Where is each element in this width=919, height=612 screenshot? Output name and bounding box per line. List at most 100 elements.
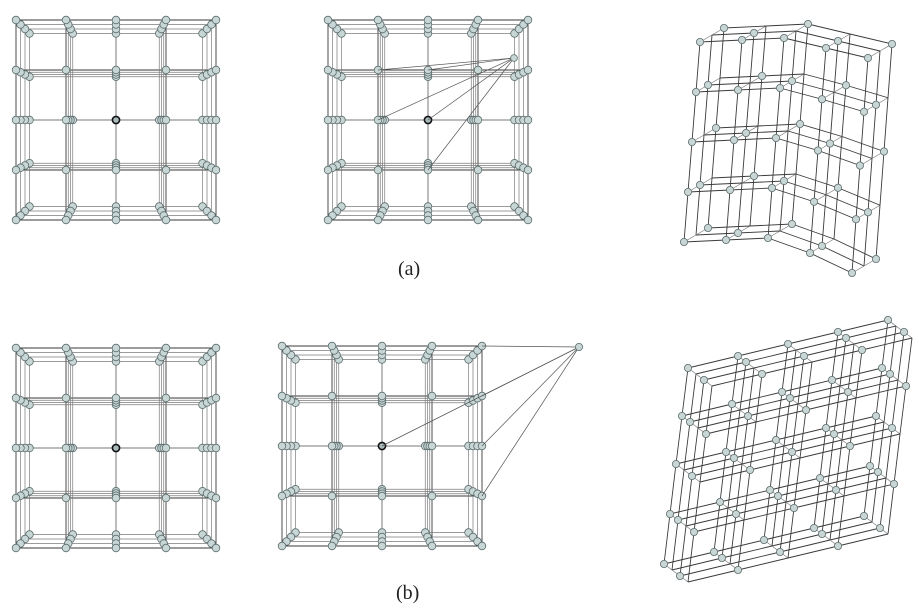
lattice-edge — [704, 133, 746, 135]
lattice-edge — [740, 398, 790, 410]
lattice-edge — [688, 190, 730, 192]
lattice-edge — [724, 26, 766, 28]
lattice-edge — [678, 508, 728, 520]
lattice-node — [378, 392, 386, 400]
lattice-edge — [806, 398, 856, 410]
lattice-node — [328, 442, 336, 450]
lattice-edge — [780, 540, 830, 552]
lattice-node — [688, 472, 695, 479]
lattice-node — [324, 16, 332, 24]
lattice-node — [844, 388, 851, 395]
lattice-node — [278, 542, 286, 550]
lattice-edge — [784, 131, 788, 181]
lattice-edge — [810, 253, 852, 273]
lattice-edge — [900, 386, 906, 434]
lattice-node — [162, 166, 170, 174]
lattice-edge — [664, 514, 670, 564]
lattice-node — [822, 424, 829, 431]
lattice-edge — [714, 540, 764, 552]
lattice-edge — [842, 428, 892, 440]
lattice-edge — [706, 422, 756, 434]
lattice-node — [660, 560, 667, 567]
lattice-edge — [738, 88, 780, 90]
lattice-edge — [744, 508, 794, 520]
lattice-node — [834, 328, 841, 335]
lattice-edge — [696, 233, 738, 235]
lattice-edge — [720, 28, 724, 78]
lattice-node — [742, 129, 749, 136]
lattice-node — [112, 216, 120, 224]
lattice-edge — [670, 464, 676, 514]
lattice-node — [750, 172, 757, 179]
lattice-node — [790, 504, 797, 511]
lattice-edge — [754, 126, 758, 176]
lattice-node — [474, 216, 482, 224]
lattice-edge — [738, 231, 780, 233]
lattice-node — [860, 512, 867, 519]
lattice-node — [818, 96, 825, 103]
lattice-edge — [876, 51, 880, 105]
lattice-edge — [746, 83, 750, 133]
lattice-node — [772, 436, 779, 443]
lattice-node — [112, 344, 120, 352]
lattice-edge — [822, 522, 872, 534]
lattice-node — [162, 116, 170, 124]
lattice-edge — [836, 440, 842, 490]
lattice-node — [378, 492, 386, 500]
lattice-node — [750, 29, 757, 36]
center-node — [112, 444, 119, 451]
lattice-edge — [834, 41, 838, 92]
lattice-node — [788, 77, 795, 84]
lattice-edge — [738, 558, 788, 570]
lattice-edge — [698, 416, 748, 428]
lattice-edge — [864, 58, 868, 112]
lattice-node — [212, 544, 220, 552]
lattice-edge — [828, 472, 878, 484]
lattice-edge — [836, 478, 886, 490]
lattice-edge — [838, 137, 842, 188]
lattice-node — [374, 216, 382, 224]
lattice-node — [278, 492, 286, 500]
lattice-node — [866, 462, 873, 469]
lattice-edge — [696, 42, 700, 92]
lattice-edge — [756, 410, 806, 422]
lattice-edge — [482, 347, 579, 446]
lattice-edge — [906, 338, 912, 386]
lattice-edge — [876, 205, 880, 259]
lattice-node — [902, 382, 909, 389]
lattice-node — [672, 460, 679, 467]
lattice-node — [788, 220, 795, 227]
lattice-edge — [688, 570, 738, 582]
lattice-node — [826, 140, 833, 147]
lattice-edge — [784, 181, 826, 195]
lattice-node — [12, 166, 20, 174]
lattice-edge — [828, 434, 834, 484]
lattice-edge — [686, 514, 736, 526]
lattice-node — [324, 216, 332, 224]
lattice-edge — [854, 332, 904, 344]
lattice-node — [12, 544, 20, 552]
lattice-edge — [712, 176, 754, 178]
lattice-edge — [378, 58, 514, 70]
lattice-edge — [818, 151, 860, 166]
lattice-node — [676, 572, 683, 579]
lattice-node — [324, 166, 332, 174]
lattice-edge — [762, 74, 804, 76]
lattice-edge — [864, 212, 868, 266]
lattice-edge — [684, 458, 734, 470]
lattice-edge — [894, 434, 900, 484]
lattice-node — [880, 148, 887, 155]
lattice-edge — [692, 92, 696, 142]
lattice-edge — [728, 458, 734, 508]
lattice-edge — [696, 185, 700, 235]
lattice-node — [788, 448, 795, 455]
lattice-edge — [670, 502, 720, 514]
lattice-node — [730, 454, 737, 461]
lattice-node — [212, 394, 220, 402]
lattice-edge — [696, 362, 746, 374]
lattice-edge — [834, 188, 838, 239]
lattice-edge — [834, 422, 884, 434]
lattice-node — [162, 66, 170, 74]
lattice-edge — [788, 546, 838, 558]
lattice-node — [726, 186, 733, 193]
